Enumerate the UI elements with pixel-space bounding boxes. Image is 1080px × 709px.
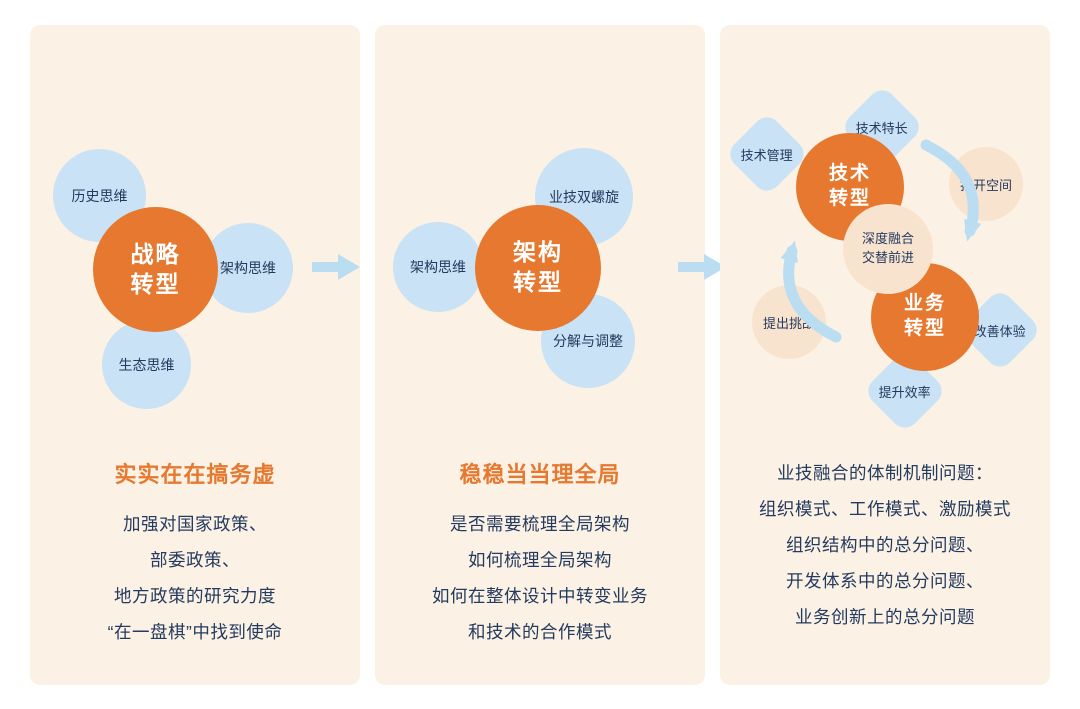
satellite-ecology-thinking: 生态思维: [102, 320, 191, 409]
body-line: “在一盘棋”中找到使命: [107, 622, 283, 642]
panel-2-text-block: 稳稳当当理全局 是否需要梳理全局架构 如何梳理全局架构 如何在整体设计中转变业务…: [383, 457, 697, 650]
body-line: 如何在整体设计中转变业务: [432, 586, 648, 606]
bubble-open-space: 打开空间: [949, 147, 1023, 221]
satellite-decompose-adjust: 分解与调整: [541, 294, 635, 388]
strategy-transformation-circle: 战略 转型: [93, 207, 218, 332]
body-line: 地方政策的研究力度: [114, 586, 276, 606]
circle-label-line2: 转型: [828, 188, 871, 209]
body-line: 开发体系中的总分问题、: [786, 571, 984, 591]
right-arrow-icon: [312, 254, 360, 280]
fusion-center-bubble: 深度融合 交替前进: [843, 204, 933, 294]
diamond-label: 改善体验: [973, 323, 1027, 339]
body-line: 部委政策、: [150, 550, 240, 570]
satellite-architecture-thinking: 架构思维: [393, 222, 483, 312]
fusion-label-line1: 深度融合: [861, 231, 914, 247]
body-line: 和技术的合作模式: [468, 622, 612, 642]
flow-arrow-icon: [678, 251, 726, 283]
satellite-label: 生态思维: [118, 356, 175, 373]
circle-label-line1: 战略: [130, 240, 181, 267]
satellite-label: 业技双螺旋: [549, 189, 619, 205]
body-line: 如何梳理全局架构: [468, 550, 612, 570]
satellite-label: 分解与调整: [553, 333, 623, 349]
bubble-raise-challenge: 提出挑战: [752, 285, 826, 359]
satellite-label: 架构思维: [220, 260, 276, 276]
diamond-label: 技术特长: [855, 120, 909, 136]
fusion-label-line2: 交替前进: [861, 250, 914, 265]
panel-strategy-transformation: 历史思维 架构思维 生态思维 战略 转型 实实在在搞务虚 加强对国家政策、 部委…: [30, 25, 360, 685]
panel-2-heading: 稳稳当当理全局: [459, 462, 621, 487]
bubble-label: 打开空间: [959, 177, 1012, 193]
panel-1-text-block: 实实在在搞务虚 加强对国家政策、 部委政策、 地方政策的研究力度 “在一盘棋”中…: [38, 457, 352, 650]
circle-label-line1: 架构: [513, 239, 563, 266]
satellite-architecture-thinking: 架构思维: [203, 223, 293, 313]
bubble-label: 提出挑战: [762, 315, 815, 331]
satellite-history-thinking: 历史思维: [53, 149, 146, 242]
architecture-transformation-circle: 架构 转型: [475, 205, 601, 331]
satellite-label: 架构思维: [410, 259, 466, 275]
panel-3-text-block: 业技融合的体制机制问题： 组织模式、工作模式、激励模式 组织结构中的总分问题、 …: [728, 455, 1042, 635]
circle-label-line2: 转型: [513, 269, 563, 295]
circle-label-line2: 转型: [130, 270, 181, 297]
panel-biz-tech-fusion: 技术管理 技术特长 改善体验 提升效率 打开空间 提出挑战: [720, 25, 1050, 685]
panel-1-heading: 实实在在搞务虚: [114, 462, 276, 487]
circle-label-line1: 业务: [903, 293, 946, 315]
satellite-label: 历史思维: [71, 187, 128, 204]
body-line: 组织结构中的总分问题、: [786, 535, 984, 555]
body-line: 组织模式、工作模式、激励模式: [759, 499, 1011, 519]
diamond-label: 技术管理: [740, 147, 794, 163]
body-line: 业务创新上的总分问题: [795, 607, 975, 627]
body-line: 业技融合的体制机制问题：: [777, 463, 993, 483]
circle-label-line2: 转型: [903, 318, 946, 339]
flow-arrow-icon: [312, 251, 360, 283]
diamond-label: 提升效率: [878, 384, 932, 400]
panel-architecture-transformation: 业技双螺旋 架构思维 分解与调整 架构 转型 稳稳当当理全局 是否需要梳理全局架…: [375, 25, 705, 685]
right-arrow-icon: [678, 254, 726, 280]
body-line: 加强对国家政策、: [123, 514, 267, 534]
circle-label-line1: 技术: [828, 163, 871, 185]
body-line: 是否需要梳理全局架构: [450, 514, 630, 534]
